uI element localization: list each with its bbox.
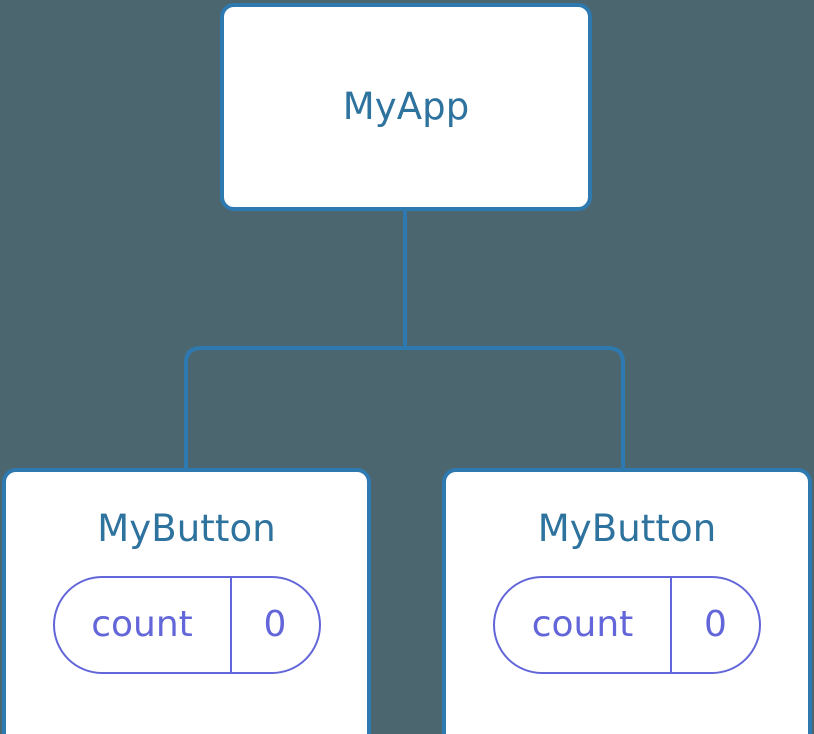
node-myapp-title: MyApp bbox=[342, 84, 470, 128]
state-badge-mybutton-2[interactable]: count 0 bbox=[493, 575, 761, 674]
state-badge-key: count bbox=[495, 577, 672, 672]
state-badge-value: 0 bbox=[704, 603, 727, 645]
node-mybutton-2[interactable]: MyButton count 0 bbox=[442, 468, 812, 734]
node-mybutton-2-title: MyButton bbox=[537, 507, 717, 550]
state-badge-value: 0 bbox=[263, 603, 287, 645]
node-mybutton-1-title: MyButton bbox=[97, 507, 276, 550]
node-myapp[interactable]: MyApp bbox=[220, 3, 592, 211]
edge-to-mybutton-2 bbox=[405, 346, 625, 470]
state-badge-mybutton-1[interactable]: count 0 bbox=[52, 575, 321, 674]
state-badge-key: count bbox=[55, 577, 232, 672]
node-mybutton-1[interactable]: MyButton count 0 bbox=[2, 468, 371, 734]
edge-to-mybutton-1 bbox=[184, 346, 405, 470]
